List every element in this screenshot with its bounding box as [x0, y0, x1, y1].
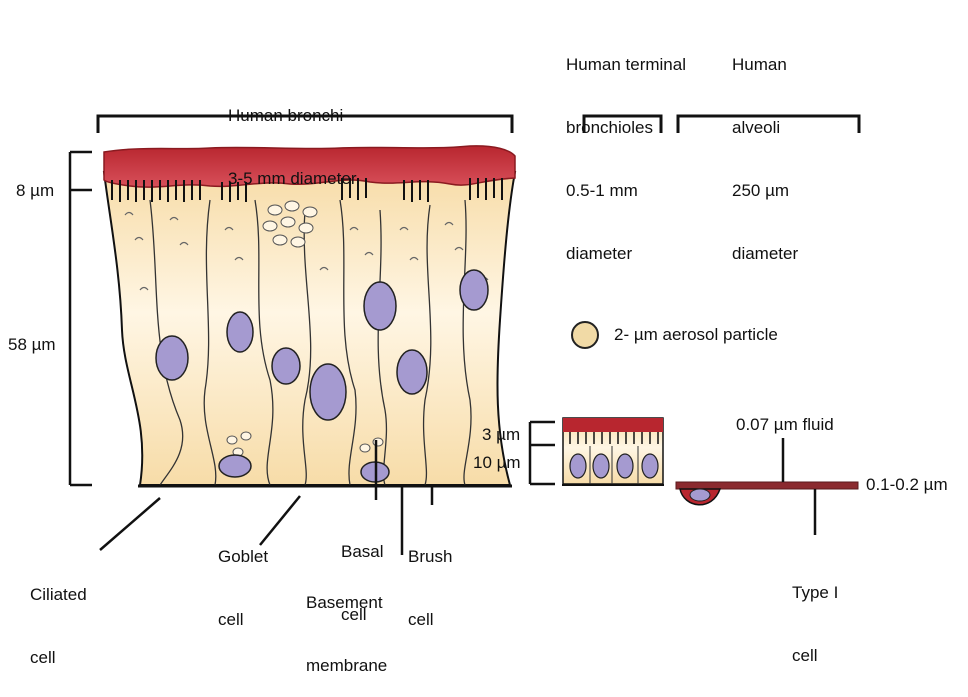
particle-label: 2- µm aerosol particle — [614, 324, 778, 345]
brush-cell-label: Brush cell — [408, 504, 452, 651]
bronchi-title: Human bronchi 3-5 mm diameter — [228, 63, 356, 210]
goblet-cell-line1: Goblet — [218, 546, 268, 567]
brush-cell-line1: Brush — [408, 546, 452, 567]
nucleus — [397, 350, 427, 394]
nucleus — [364, 282, 396, 330]
nucleus — [156, 336, 188, 380]
alveolar-wall — [676, 438, 858, 535]
goblet-cell-line2: cell — [218, 609, 268, 630]
type1-cell-label: Type I cell — [792, 540, 838, 687]
alveoli-title-line2: alveoli — [732, 117, 798, 138]
nucleus — [570, 454, 586, 478]
bronchiole-epithelium-label: 10 µm — [473, 452, 521, 473]
type1-cell-line2: cell — [792, 645, 838, 666]
nucleus — [593, 454, 609, 478]
nucleus — [310, 364, 346, 420]
aerosol-particle-icon — [572, 322, 598, 348]
bronchiole-mucus — [563, 418, 663, 432]
alveoli-title-line1: Human — [732, 54, 798, 75]
nucleus — [617, 454, 633, 478]
ciliated-cell-line2: cell — [30, 647, 87, 668]
bronchi-title-line1: Human bronchi — [228, 105, 356, 126]
cilia-thickness-label: 8 µm — [16, 180, 54, 201]
nucleus — [219, 455, 251, 477]
airway-diagram — [0, 0, 968, 591]
bronchioles-title-line2: bronchioles — [566, 117, 686, 138]
fluid-label: 0.07 µm fluid — [736, 414, 834, 435]
ciliated-cell-label: Ciliated cell — [30, 542, 87, 689]
bronchioles-title-line1: Human terminal — [566, 54, 686, 75]
basement-membrane-label: Basement membrane — [306, 550, 387, 697]
bronchioles-title: Human terminal bronchioles 0.5-1 mm diam… — [566, 12, 686, 285]
thickness-scale — [70, 152, 92, 485]
bronchiole-epithelium — [530, 418, 664, 485]
alveolar-wall-label: 0.1-0.2 µm — [866, 474, 948, 495]
alveoli-title: Human alveoli 250 µm diameter — [732, 12, 798, 285]
alveoli-title-line4: diameter — [732, 243, 798, 264]
bronchioles-title-line3: 0.5-1 mm — [566, 180, 686, 201]
type1-nucleus — [690, 489, 710, 501]
nucleus — [272, 348, 300, 384]
nucleus — [227, 312, 253, 352]
epithelium-thickness-label: 58 µm — [8, 334, 56, 355]
brush-cell-line2: cell — [408, 609, 452, 630]
alveolar-membrane — [676, 482, 858, 489]
bronchiole-cilia-label: 3 µm — [482, 424, 520, 445]
bronchioles-title-line4: diameter — [566, 243, 686, 264]
basement-membrane-line2: membrane — [306, 655, 387, 676]
ciliated-cell-line1: Ciliated — [30, 584, 87, 605]
goblet-cell-label: Goblet cell — [218, 504, 268, 651]
type1-cell-line1: Type I — [792, 582, 838, 603]
nucleus — [642, 454, 658, 478]
basement-membrane-line1: Basement — [306, 592, 387, 613]
bronchi-title-line2: 3-5 mm diameter — [228, 168, 356, 189]
alveoli-title-line3: 250 µm — [732, 180, 798, 201]
nucleus — [460, 270, 488, 310]
